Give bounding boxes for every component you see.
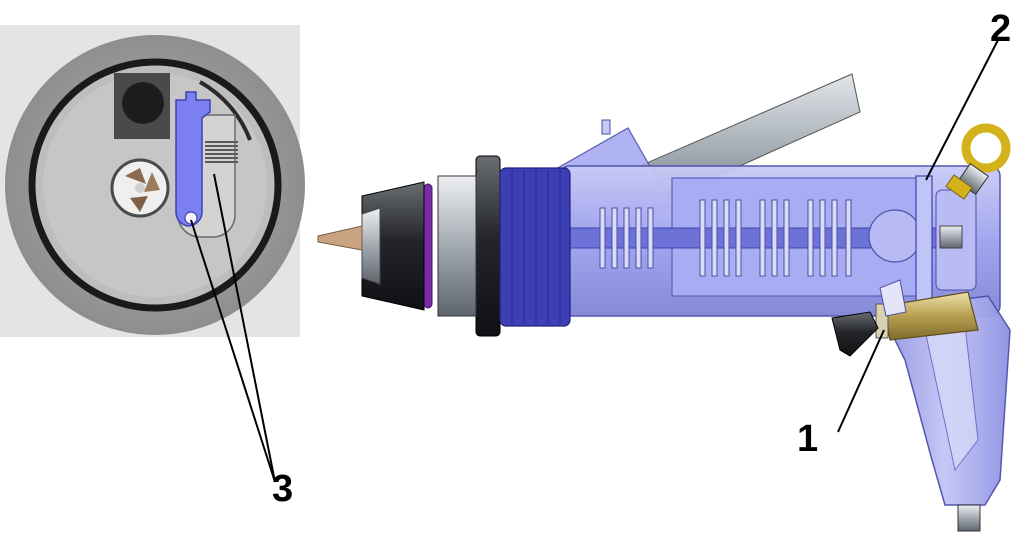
front-collar bbox=[475, 155, 501, 337]
trigger-lever bbox=[831, 311, 879, 357]
bearing bbox=[868, 209, 922, 263]
leader-lines bbox=[190, 39, 999, 483]
front-sleeve bbox=[437, 175, 477, 317]
coil-spring bbox=[205, 141, 238, 163]
trigger-valve bbox=[831, 279, 979, 357]
callout-1: 1 bbox=[797, 418, 819, 460]
knurl-lines bbox=[511, 170, 561, 324]
leader-1 bbox=[837, 329, 885, 433]
jaw-1 bbox=[125, 168, 146, 184]
air-inlet bbox=[957, 504, 981, 532]
tool-assembly bbox=[317, 73, 1011, 532]
chuck-center bbox=[135, 183, 145, 193]
leader-2 bbox=[925, 39, 999, 181]
jaw-3 bbox=[130, 196, 148, 212]
rear-nut bbox=[939, 225, 963, 249]
valve-housing bbox=[879, 279, 907, 317]
bit bbox=[317, 225, 363, 251]
chuck-tip bbox=[361, 207, 381, 285]
blue-pawl bbox=[175, 91, 211, 227]
pawl-pin bbox=[184, 211, 198, 225]
eye-bolt bbox=[945, 123, 1011, 200]
end-view bbox=[0, 25, 305, 337]
sleeve-pin bbox=[601, 119, 611, 135]
rotor-fins bbox=[599, 199, 852, 277]
block-hole bbox=[122, 82, 164, 124]
leader-3b bbox=[213, 173, 276, 483]
arc-groove bbox=[199, 80, 252, 141]
leader-3a bbox=[190, 219, 276, 483]
callout-2: 2 bbox=[990, 8, 1012, 50]
end-cap-ring bbox=[915, 175, 933, 311]
o-ring bbox=[423, 183, 433, 309]
callout-3: 3 bbox=[272, 468, 294, 510]
knurled-nut bbox=[499, 167, 571, 327]
jaw-2 bbox=[144, 172, 160, 192]
